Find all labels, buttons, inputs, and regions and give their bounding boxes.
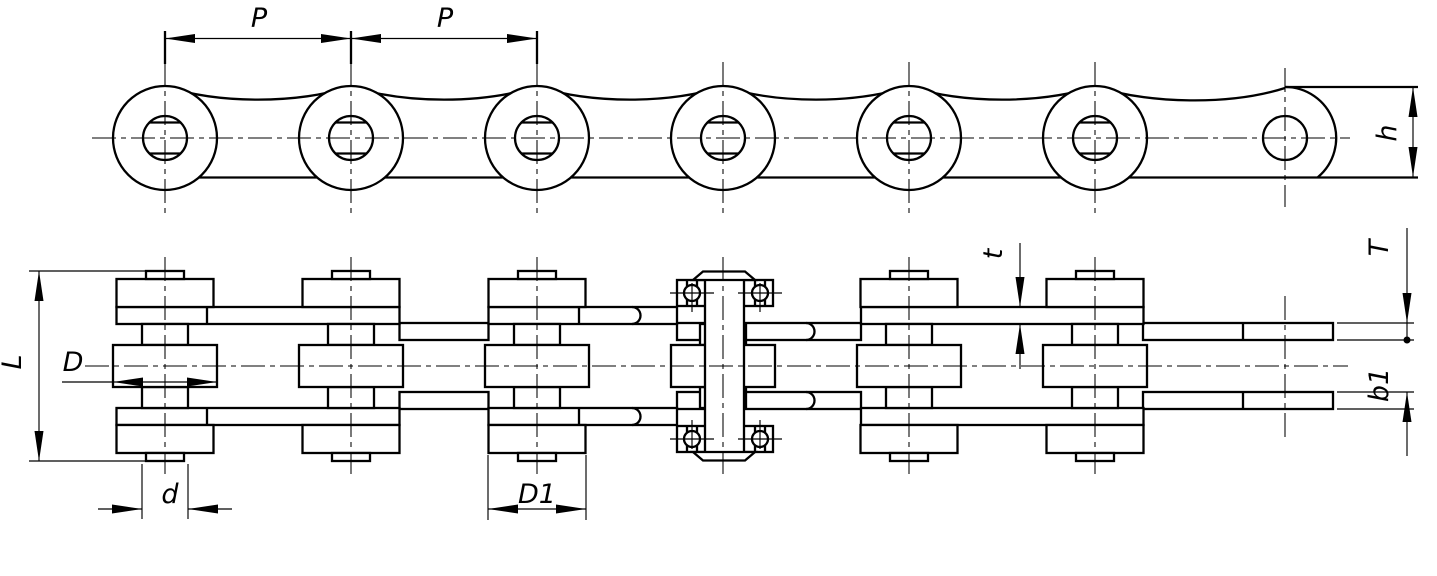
- dim-label-inner-width: b1: [1364, 368, 1395, 402]
- plate-bottom-edges: [199, 85, 1418, 179]
- dim-label-plate-thickness: t: [978, 247, 1009, 259]
- dim-label-plate-height: h: [1372, 124, 1403, 141]
- master-pin-head-top: [689, 270, 759, 282]
- master-link: [670, 270, 782, 462]
- dimension-dot: [1403, 336, 1411, 344]
- dimension-roller-diameter: D: [62, 347, 217, 387]
- dimension-pin-diameter: d: [98, 464, 232, 519]
- dim-label-roller-diameter: D: [63, 347, 84, 378]
- dim-label-pin-length: L: [0, 354, 28, 369]
- plate-rounded-end: [1284, 85, 1338, 179]
- dimension-T-and-inner-width: T b1: [1337, 228, 1414, 456]
- dimension-pitch-1: P: [163, 3, 539, 64]
- dim-label-pin-diameter: d: [161, 479, 179, 510]
- dimension-pitch-2: P: [351, 3, 537, 43]
- dim-label-overall-T: T: [1364, 237, 1395, 256]
- dimension-bushing-diameter: D1: [487, 455, 587, 520]
- dimension-plate-thickness: t: [978, 243, 1025, 369]
- inner-link-bars: [115, 305, 1145, 427]
- dimension-pin-length: L: [0, 270, 146, 462]
- dimension-plate-height: h: [1372, 87, 1418, 177]
- dim-label-pitch-2: P: [437, 3, 454, 34]
- cotter-pins: [670, 280, 782, 452]
- master-pin-head-bottom: [689, 450, 759, 462]
- dim-label-pitch-1: P: [251, 3, 268, 34]
- dim-label-bushing-diameter: D1: [518, 479, 556, 510]
- centerlines: [85, 62, 1350, 474]
